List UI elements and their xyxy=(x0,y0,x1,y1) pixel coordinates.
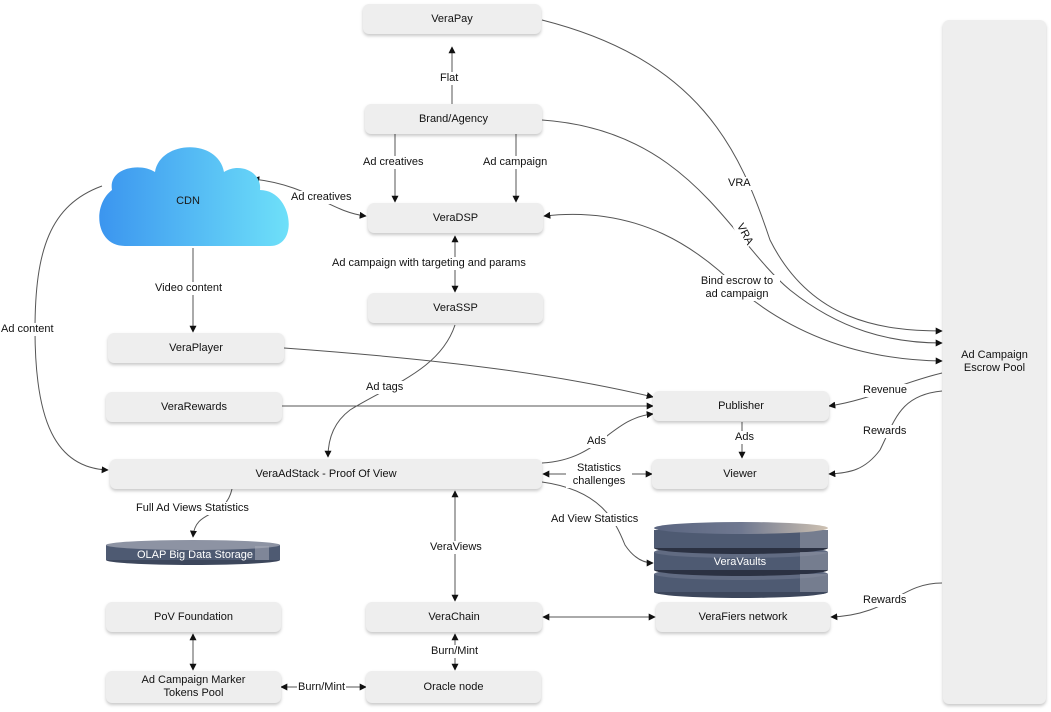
edge-label-ad-view-stats: Ad View Statistics xyxy=(550,513,640,526)
edge-player-publisher xyxy=(283,347,654,399)
node-label: VeraChain xyxy=(428,610,480,623)
node-verassp[interactable]: VeraSSP xyxy=(368,293,543,323)
node-pov-foundation[interactable]: PoV Foundation xyxy=(106,602,281,632)
node-label: VeraSSP xyxy=(433,301,478,314)
node-label: VeraAdStack - Proof Of View xyxy=(255,467,397,480)
node-viewer[interactable]: Viewer xyxy=(652,459,828,489)
veravaults-storage-icon xyxy=(654,522,828,598)
node-label: VeraPlayer xyxy=(169,341,223,354)
node-oracle[interactable]: Oracle node xyxy=(366,671,541,703)
edge-label-full-stats: Full Ad Views Statistics xyxy=(135,502,250,515)
edge-label-revenue: Revenue xyxy=(862,384,909,397)
node-label: Ad Campaign Escrow Pool xyxy=(961,349,1028,374)
node-marker-pool[interactable]: Ad Campaign Marker Tokens Pool xyxy=(106,671,281,703)
node-label: VeraRewards xyxy=(160,400,228,413)
node-label: VeraDSP xyxy=(432,211,479,224)
edge-label-rewards-verafiers: Rewards xyxy=(862,594,908,607)
node-veravaults-label: VeraVaults xyxy=(713,556,767,568)
node-cdn-label: CDN xyxy=(176,195,200,207)
node-label: PoV Foundation xyxy=(154,610,233,623)
edge-label-rewards-viewer: Rewards xyxy=(862,425,908,438)
node-label: Oracle node xyxy=(423,680,484,693)
edge-label-burn-mint-pool: Burn/Mint xyxy=(297,681,347,694)
edge-rewards-viewer xyxy=(828,390,943,478)
edge-label-video-content: Video content xyxy=(154,282,224,295)
node-label: Publisher xyxy=(718,399,764,412)
node-veraadstack[interactable]: VeraAdStack - Proof Of View xyxy=(110,459,542,489)
olap-storage-icon xyxy=(106,540,280,565)
node-label: Brand/Agency xyxy=(418,112,489,125)
node-escrow-pool[interactable]: Ad Campaign Escrow Pool xyxy=(943,20,1046,704)
edge-label-burn-mint-chain: Burn/Mint xyxy=(430,645,480,658)
node-olap-label: OLAP Big Data Storage xyxy=(137,549,253,561)
node-publisher[interactable]: Publisher xyxy=(653,391,829,421)
node-label: VeraPay xyxy=(431,12,473,25)
node-veradsp[interactable]: VeraDSP xyxy=(368,203,543,233)
edge-label-ad-campaign: Ad campaign xyxy=(482,156,549,169)
node-verapay[interactable]: VeraPay xyxy=(363,4,541,34)
cdn-cloud-icon xyxy=(99,147,289,246)
edge-label-vra-1: VRA xyxy=(727,177,752,190)
edge-label-stats-challenges: Statistics challenges xyxy=(566,462,632,488)
edge-label-ad-creatives-cdn: Ad creatives xyxy=(290,191,353,204)
edge-label-ads-viewer: Ads xyxy=(734,431,755,444)
edge-ad-view-stats xyxy=(541,481,654,567)
edge-label-bind-escrow: Bind escrow to ad campaign xyxy=(694,275,780,301)
node-label: Ad Campaign Marker Tokens Pool xyxy=(141,674,246,699)
node-veraplayer[interactable]: VeraPlayer xyxy=(108,333,284,363)
node-label: VeraFiers network xyxy=(698,610,788,623)
node-verarewards[interactable]: VeraRewards xyxy=(106,392,282,422)
node-label: Viewer xyxy=(723,467,757,480)
edge-label-ad-tags: Ad tags xyxy=(365,381,405,394)
node-brand-agency[interactable]: Brand/Agency xyxy=(365,104,542,134)
edge-label-ad-creatives-brand: Ad creatives xyxy=(362,156,425,169)
edge-label-ads-publisher: Ads xyxy=(586,435,607,448)
edge-label-ad-content: Ad content xyxy=(0,323,55,336)
edge-label-targeting: Ad campaign with targeting and params xyxy=(331,257,527,270)
node-verachain[interactable]: VeraChain xyxy=(366,602,542,632)
edge-ad-tags xyxy=(324,324,456,458)
edge-label-veraviews: VeraViews xyxy=(429,541,483,554)
node-verafiers[interactable]: VeraFiers network xyxy=(656,602,830,632)
edge-label-flat: Flat xyxy=(439,72,460,85)
